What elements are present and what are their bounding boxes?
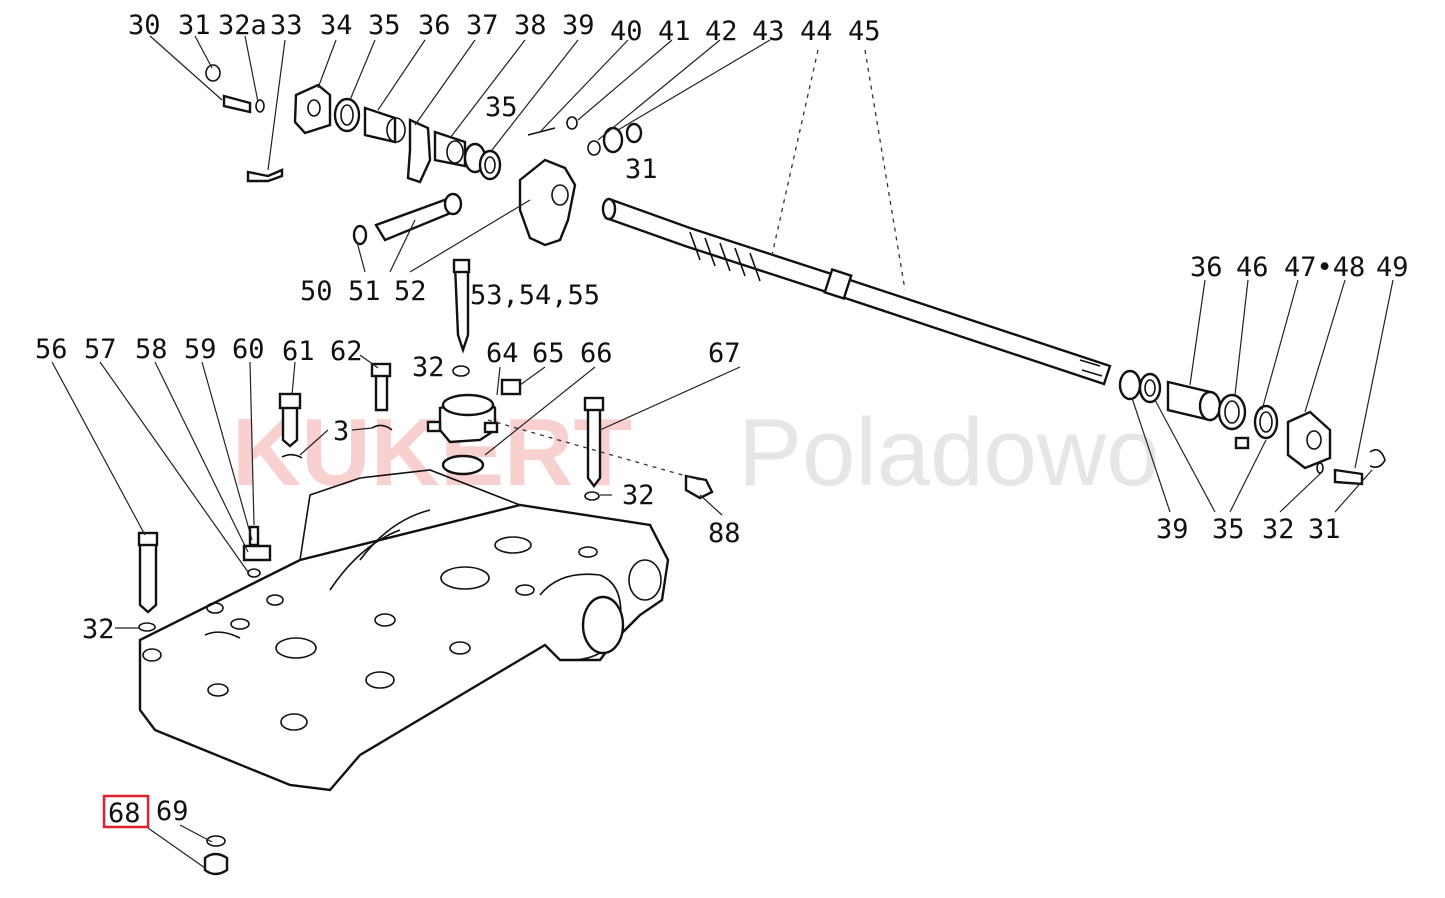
callout-35-mid: 35 bbox=[485, 92, 518, 123]
callout-56: 56 bbox=[35, 334, 68, 365]
callout-3: 3 bbox=[333, 416, 349, 447]
callout-53-54-55: 53,54,55 bbox=[470, 280, 600, 311]
callout-39-right: 39 bbox=[1156, 514, 1189, 545]
callout-34: 34 bbox=[320, 10, 353, 41]
callout-32-center: 32 bbox=[412, 352, 445, 383]
callout-39: 39 bbox=[562, 10, 595, 41]
callout-33: 33 bbox=[270, 10, 303, 41]
callout-31-mid: 31 bbox=[625, 154, 658, 185]
callout-68-highlight-box bbox=[102, 794, 150, 829]
housing-body bbox=[138, 469, 670, 792]
callout-58: 58 bbox=[135, 334, 168, 365]
callout-45: 45 bbox=[848, 16, 881, 47]
callout-37: 37 bbox=[466, 10, 499, 41]
callout-36: 36 bbox=[418, 10, 451, 41]
callout-65: 65 bbox=[532, 338, 565, 369]
leader-lines bbox=[51, 35, 1394, 869]
callout-32-left: 32 bbox=[82, 614, 115, 645]
callout-35: 35 bbox=[368, 10, 401, 41]
callout-67: 67 bbox=[708, 338, 741, 369]
callout-30: 30 bbox=[128, 10, 161, 41]
callout-32-lower: 32 bbox=[622, 480, 655, 511]
callout-44: 44 bbox=[800, 16, 833, 47]
callout-47-48: 47•48 bbox=[1284, 252, 1365, 283]
callout-66: 66 bbox=[580, 338, 613, 369]
callout-57: 57 bbox=[84, 334, 117, 365]
callout-42: 42 bbox=[705, 16, 738, 47]
callout-59: 59 bbox=[184, 334, 217, 365]
watermark-brand: KUKERT bbox=[232, 399, 632, 506]
mid-parts bbox=[352, 158, 577, 354]
callout-64: 64 bbox=[486, 338, 519, 369]
callout-40: 40 bbox=[610, 16, 643, 47]
callout-32a: 32a bbox=[218, 10, 267, 41]
callout-labels: 30 31 32a 33 34 35 36 37 38 39 40 41 42 … bbox=[35, 10, 1409, 829]
right-parts bbox=[1118, 369, 1386, 486]
callout-38: 38 bbox=[514, 10, 547, 41]
callout-49: 49 bbox=[1376, 252, 1409, 283]
callout-50: 50 bbox=[300, 276, 333, 307]
callout-61: 61 bbox=[282, 336, 315, 367]
callout-69: 69 bbox=[156, 796, 189, 827]
callout-60: 60 bbox=[232, 334, 265, 365]
callout-88: 88 bbox=[708, 518, 741, 549]
callout-51: 51 bbox=[348, 276, 381, 307]
callout-31-right: 31 bbox=[1308, 514, 1341, 545]
callout-31: 31 bbox=[178, 10, 211, 41]
top-left-parts bbox=[205, 64, 643, 184]
callout-68: 68 bbox=[108, 798, 141, 829]
callout-35-right: 35 bbox=[1212, 514, 1245, 545]
callout-52: 52 bbox=[394, 276, 427, 307]
callout-41: 41 bbox=[658, 16, 691, 47]
callout-36-right: 36 bbox=[1190, 252, 1223, 283]
callout-32-right: 32 bbox=[1262, 514, 1295, 545]
callout-46: 46 bbox=[1236, 252, 1269, 283]
main-shaft bbox=[601, 197, 1112, 386]
callout-43: 43 bbox=[752, 16, 785, 47]
watermark-suffix: Poladowo bbox=[738, 399, 1160, 506]
callout-62: 62 bbox=[330, 336, 363, 367]
center-parts bbox=[137, 362, 714, 876]
